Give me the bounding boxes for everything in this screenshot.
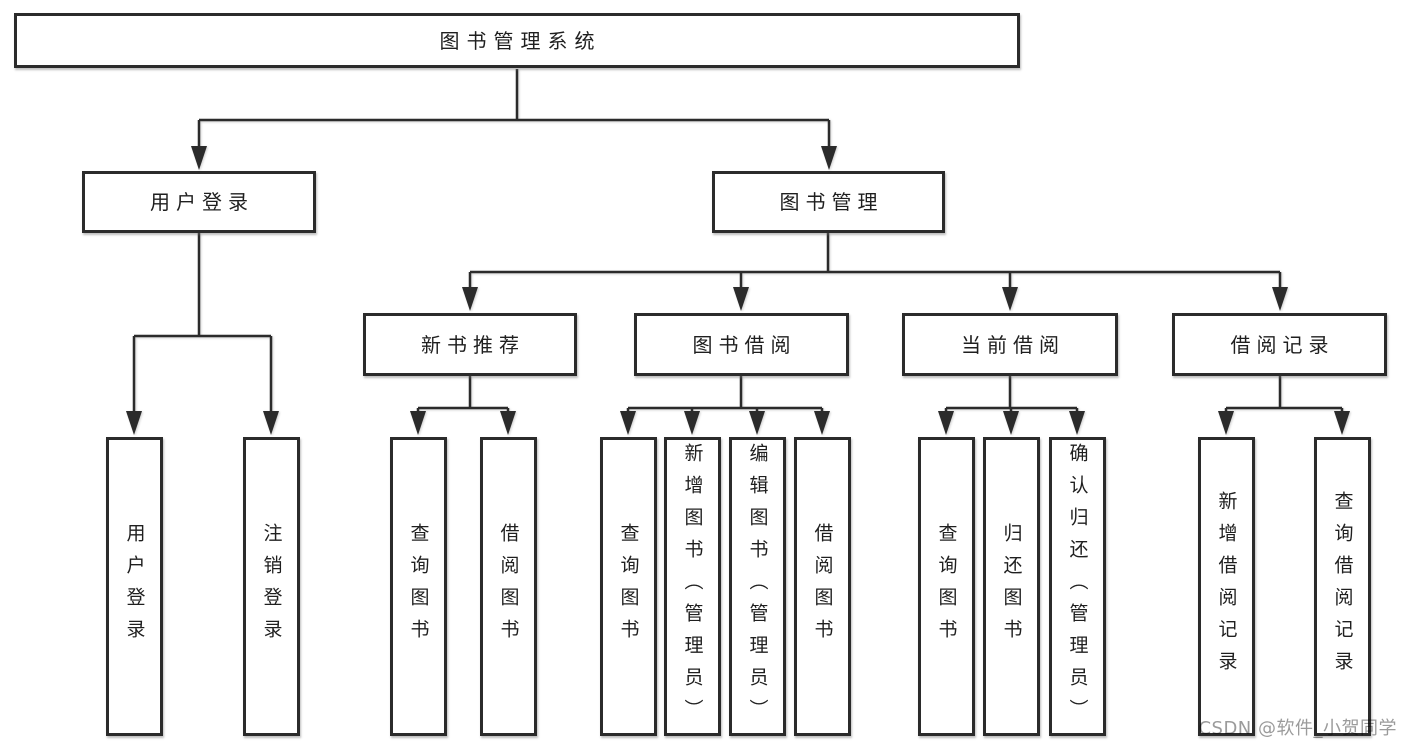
node-book-borrowing-label: 图书借阅 (692, 332, 797, 357)
node-borrowing-records: 借阅记录 (1172, 313, 1387, 376)
leaf-return-books-label: 归还图书 (1000, 522, 1023, 651)
leaf-user-login: 用户登录 (105, 437, 163, 736)
leaf-logout: 注销登录 (242, 437, 300, 736)
leaf-query-borrow-record-label: 查询借阅记录 (1331, 490, 1354, 683)
leaf-borrow-books-borrowing: 借阅图书 (793, 437, 851, 736)
leaf-add-borrow-record: 新增借阅记录 (1197, 437, 1255, 736)
node-system-root: 图书管理系统 (14, 13, 1020, 68)
leaf-logout-label: 注销登录 (260, 522, 283, 651)
leaf-query-books-borrowing: 查询图书 (599, 437, 657, 736)
leaf-query-books-borrowing-label: 查询图书 (617, 522, 640, 651)
leaf-query-books-recommend-label: 查询图书 (407, 522, 430, 651)
leaf-add-books-admin-label: 新增图书（管理员） (681, 442, 704, 731)
leaf-edit-books-admin-label: 编辑图书（管理员） (746, 442, 769, 731)
leaf-edit-books-admin: 编辑图书（管理员） (728, 437, 786, 736)
leaf-add-borrow-record-label: 新增借阅记录 (1215, 490, 1238, 683)
leaf-add-books-admin: 新增图书（管理员） (663, 437, 721, 736)
leaf-borrow-books-recommend-label: 借阅图书 (497, 522, 520, 651)
leaf-query-borrow-record: 查询借阅记录 (1313, 437, 1371, 736)
node-book-management-label: 图书管理 (779, 190, 884, 214)
node-book-management: 图书管理 (712, 171, 945, 233)
node-current-borrowing: 当前借阅 (902, 313, 1118, 376)
leaf-query-books-current-label: 查询图书 (935, 522, 958, 651)
leaf-borrow-books-recommend: 借阅图书 (479, 437, 537, 736)
node-new-book-recommend: 新书推荐 (363, 313, 577, 376)
leaf-query-books-recommend: 查询图书 (389, 437, 447, 736)
node-user-login: 用户登录 (82, 171, 316, 233)
node-current-borrowing-label: 当前借阅 (961, 332, 1065, 357)
node-system-root-label: 图书管理系统 (439, 28, 602, 53)
leaf-query-books-current: 查询图书 (917, 437, 975, 736)
leaf-confirm-return-admin: 确认归还（管理员） (1048, 437, 1106, 736)
node-borrowing-records-label: 借阅记录 (1230, 332, 1335, 357)
node-user-login-label: 用户登录 (150, 190, 254, 214)
leaf-borrow-books-borrowing-label: 借阅图书 (811, 522, 834, 651)
leaf-user-login-label: 用户登录 (123, 522, 146, 651)
leaf-confirm-return-admin-label: 确认归还（管理员） (1066, 442, 1089, 731)
leaf-return-books: 归还图书 (982, 437, 1040, 736)
node-new-book-recommend-label: 新书推荐 (421, 332, 525, 357)
node-book-borrowing: 图书借阅 (634, 313, 849, 376)
csdn-watermark: CSDN @软件_小贺同学 (1198, 718, 1397, 739)
